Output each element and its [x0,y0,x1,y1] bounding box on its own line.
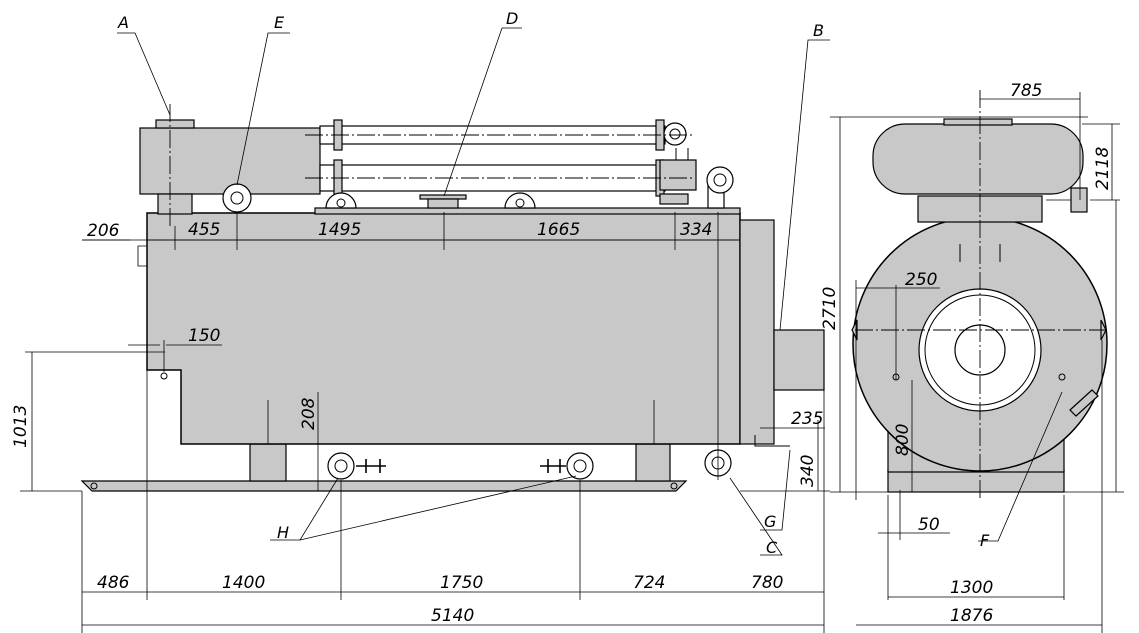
dim-780: 780 [751,573,783,593]
lifting-lug-e [222,183,252,213]
dim-1876: 1876 [950,606,993,626]
callout-f: F [980,531,990,550]
support-leg-right [635,443,671,482]
side-view [80,104,825,492]
callout-h: H [277,523,289,542]
dim-50: 50 [918,515,940,535]
dim-1750: 1750 [440,573,483,593]
lug-h-left [327,452,355,480]
top-drum [872,123,1084,195]
callout-a: A [117,13,129,32]
dim-334: 334 [680,220,712,240]
dim-1665: 1665 [537,220,580,240]
dim-2118: 2118 [1093,147,1113,190]
dim-150: 150 [188,326,220,346]
front-door [739,219,775,445]
callout-e: E [274,13,285,32]
front-base [887,469,1065,493]
burner-nozzle [773,329,825,391]
boiler-body [146,212,741,445]
callout-g: G [764,512,776,531]
dim-340: 340 [798,455,818,487]
dim-800: 800 [893,424,913,456]
dim-1300: 1300 [950,578,993,598]
dim-1013: 1013 [11,405,31,448]
labels: A E D B G C H F 455 1495 1665 334 206 15… [11,9,1113,626]
top-plate [314,207,741,215]
side-dimensions [20,212,830,633]
dim-250: 250 [905,270,937,290]
front-view [851,90,1108,500]
dim-235: 235 [791,409,823,429]
callout-leaders [117,27,830,556]
dim-208: 208 [299,397,319,430]
dim-206: 206 [87,221,120,241]
dim-785: 785 [1010,81,1042,101]
lug-h-right [566,452,594,480]
support-leg-left [249,443,287,482]
dim-2710: 2710 [820,287,840,330]
dim-724: 724 [633,573,665,593]
base-skid [80,480,688,492]
dim-455: 455 [188,220,220,240]
callout-c: C [766,538,778,557]
economizer-box [139,127,321,195]
dim-1400: 1400 [222,573,265,593]
dim-1495: 1495 [318,220,361,240]
callout-b: B [813,21,824,40]
dim-486: 486 [97,573,130,593]
dim-5140: 5140 [431,606,474,626]
front-dimensions [830,92,1124,633]
callout-d: D [506,9,518,28]
